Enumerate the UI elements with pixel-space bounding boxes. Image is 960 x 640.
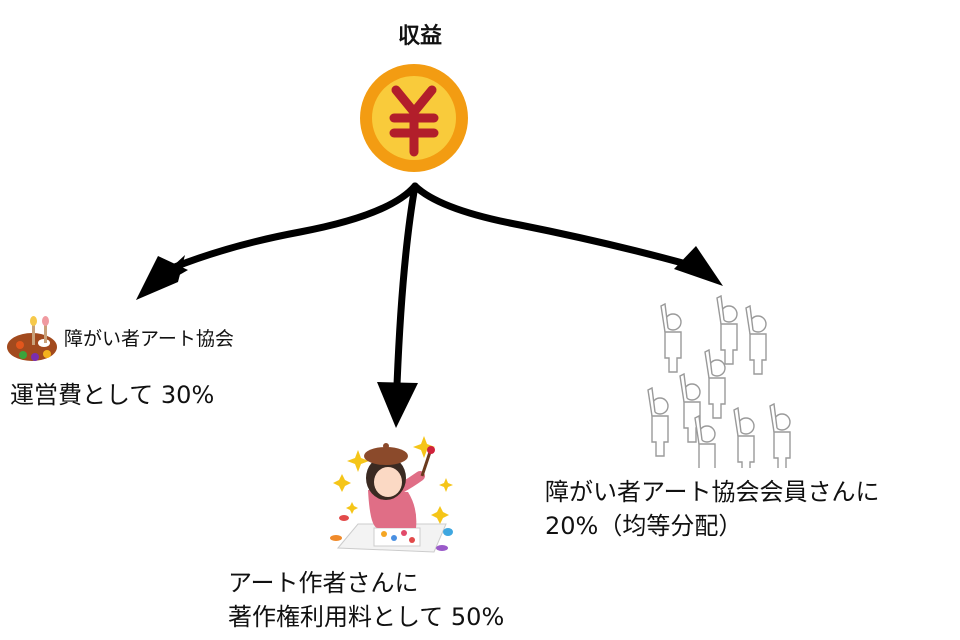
- artist-share-line-2: 著作権利用料として 50%: [228, 603, 505, 631]
- association-share-label: 運営費として 30%: [10, 378, 214, 412]
- arrowhead-left-b: [136, 256, 188, 300]
- arrow-to-association: [168, 182, 419, 272]
- members-share-line-1: 障がい者アート協会会員さんに: [545, 478, 880, 506]
- members-share-label: 障がい者アート協会会員さんに 20%（均等分配）: [545, 475, 880, 543]
- arrowhead-right: [674, 246, 723, 286]
- association-name: 障がい者アート協会: [64, 328, 234, 350]
- artist-share-label: アート作者さんに 著作権利用料として 50%: [228, 566, 504, 634]
- raised-hands-crowd-icon: [647, 295, 791, 468]
- yen-coin-icon: [360, 64, 468, 172]
- arrowhead-down: [377, 382, 418, 428]
- arrow-to-artist: [393, 182, 419, 389]
- members-share-line-2: 20%（均等分配）: [545, 512, 743, 540]
- association-share-line: 運営費として 30%: [10, 381, 215, 409]
- diagram-title: 収益: [397, 24, 442, 49]
- paint-palette-icon: [7, 316, 57, 361]
- arrowhead-left: [136, 255, 185, 300]
- artist-share-line-1: アート作者さんに: [228, 569, 419, 597]
- arrow-to-members: [411, 182, 694, 269]
- artist-painting-icon: [330, 436, 453, 553]
